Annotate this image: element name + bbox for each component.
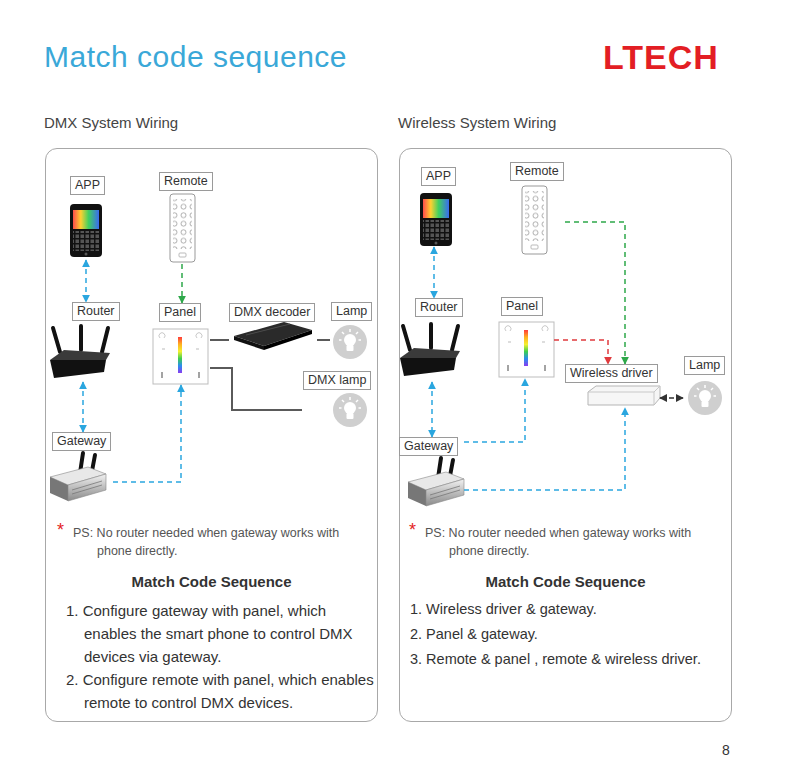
dmx-wire	[210, 339, 229, 341]
link-connector	[181, 264, 183, 303]
link-connector	[565, 222, 625, 364]
device-label: Gateway	[52, 432, 111, 451]
device-node: Panel	[152, 303, 210, 385]
note-asterisk: *	[57, 521, 64, 539]
link-connector	[464, 408, 625, 490]
link-connector	[82, 382, 84, 432]
sequence-heading: Match Code Sequence	[399, 573, 732, 590]
sequence-step: 1. Wireless driver & gateway.	[410, 597, 597, 622]
sequence-step: 1. Configure gateway with panel, which e…	[66, 599, 378, 668]
note-asterisk: *	[409, 521, 416, 539]
sequence-heading: Match Code Sequence	[45, 573, 378, 590]
note-text: PS: No router needed when gateway works …	[73, 524, 373, 560]
device-label: DMX decoder	[229, 303, 315, 322]
note-text: PS: No router needed when gateway works …	[425, 524, 725, 560]
panel-heading: DMX System Wiring	[44, 114, 178, 131]
link-connector	[433, 247, 435, 298]
device-node: DMX decoder	[229, 303, 317, 353]
dmx-wire	[210, 368, 302, 410]
device-label: Lamp	[331, 302, 372, 321]
sequence-step: 2. Configure remote with panel, which en…	[66, 668, 378, 714]
device-label: DMX lamp	[303, 371, 371, 390]
device-node: APP	[418, 167, 458, 247]
device-label: Lamp	[684, 356, 725, 375]
link-connector	[554, 340, 608, 364]
device-label: Panel	[159, 303, 201, 322]
device-node: Router	[48, 302, 121, 382]
device-node: Router	[397, 298, 465, 382]
link-connector	[431, 382, 433, 437]
link-connector	[464, 379, 525, 442]
device-label: Remote	[510, 162, 564, 181]
sequence-step: 2. Panel & gateway.	[410, 622, 538, 647]
link-connector	[113, 385, 181, 482]
link-connector	[660, 397, 683, 399]
sequence-step: 3. Remote & panel , remote & wireless dr…	[410, 647, 701, 672]
device-node: Remote	[158, 172, 214, 264]
device-label: Remote	[159, 172, 213, 191]
device-label: APP	[421, 167, 456, 186]
brand-logo: LTECH	[603, 38, 719, 77]
dmx-wire	[317, 339, 330, 341]
device-node: Gateway	[398, 437, 464, 507]
device-node: Lamp	[330, 302, 374, 362]
device-label: Router	[415, 298, 463, 317]
page-title: Match code sequence	[44, 40, 347, 74]
device-node: Panel	[498, 297, 554, 379]
device-label: Router	[72, 302, 120, 321]
page-number: 8	[722, 742, 730, 758]
panel-heading: Wireless System Wiring	[398, 114, 556, 131]
device-node: Wireless driver	[564, 364, 660, 408]
device-label: Wireless driver	[565, 364, 658, 383]
device-node: Gateway	[50, 432, 113, 500]
device-node: Lamp	[683, 356, 727, 416]
device-node: Remote	[509, 162, 565, 254]
link-connector	[85, 260, 87, 302]
device-label: Panel	[501, 297, 543, 316]
device-label: Gateway	[399, 437, 458, 456]
device-label: APP	[70, 176, 105, 195]
device-node: DMX lamp	[302, 371, 373, 429]
device-node: APP	[66, 176, 107, 260]
